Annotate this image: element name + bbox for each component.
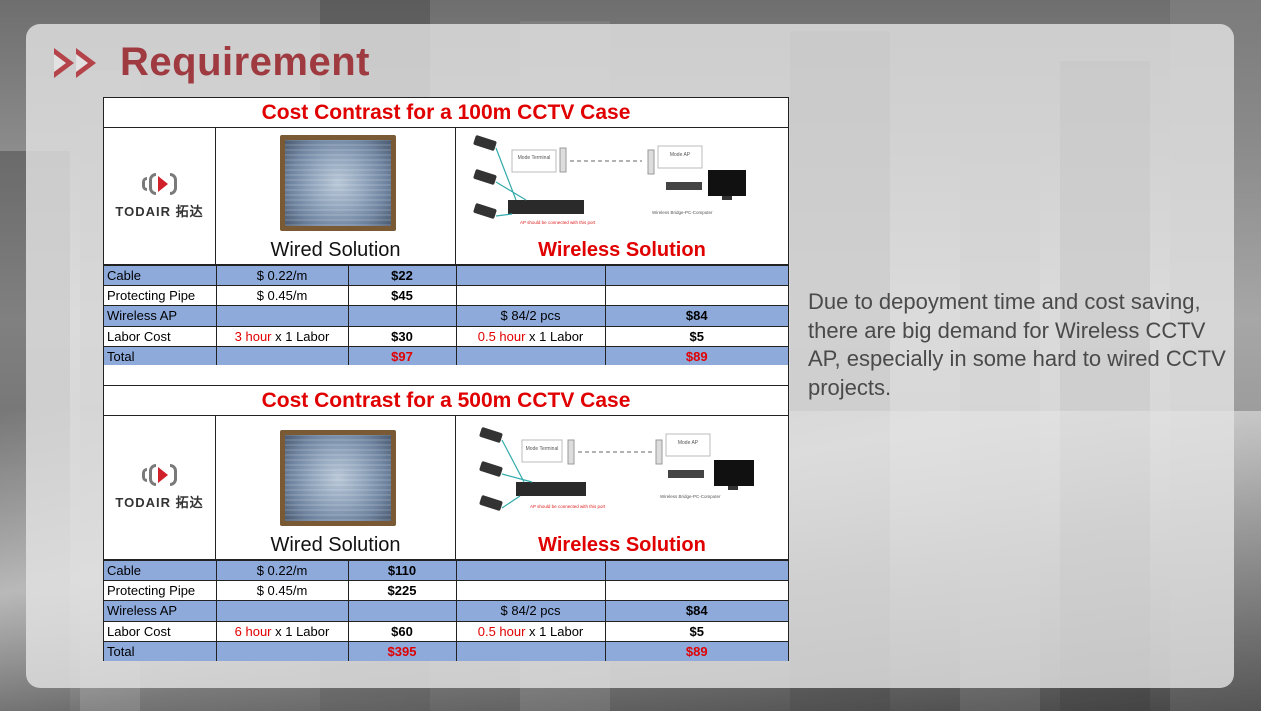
wireless-bridge-diagram: Mode Terminal Mode AP AP should be conne… xyxy=(479,427,754,511)
bridge-caption: Wireless Bridge-PC-Computer xyxy=(660,494,721,499)
ap-label: Mode AP xyxy=(670,152,691,158)
table-row: Labor Cost 6 hour x 1 Labor $60 0.5 hour… xyxy=(104,620,788,642)
table-row: Cable $ 0.22/m $110 xyxy=(104,559,788,582)
terminal-label: Mode Terminal xyxy=(526,446,559,452)
wireless-solution-cell: Mode Terminal Mode AP AP should be conne… xyxy=(456,128,788,264)
case-title: Cost Contrast for a 500m CCTV Case xyxy=(104,386,788,416)
slide-header: Requirement xyxy=(54,40,370,85)
cost-breakdown-table: Cable $ 0.22/m $110 Protecting Pipe $ 0.… xyxy=(104,559,788,662)
wireless-solution-cell: Mode Terminal Mode AP AP should be conne… xyxy=(456,416,788,559)
terminal-label: Mode Terminal xyxy=(518,155,551,161)
wired-solution-cell: Wired Solution xyxy=(216,128,456,264)
table-row: Wireless AP $ 84/2 pcs $84 xyxy=(104,305,788,327)
cost-breakdown-table: Cable $ 0.22/m $22 Protecting Pipe $ 0.4… xyxy=(104,264,788,367)
wireless-solution-label: Wireless Solution xyxy=(538,239,706,261)
description-text: Due to depoyment time and cost saving, t… xyxy=(808,289,1226,400)
cost-table-100m: Cost Contrast for a 100m CCTV Case TODAI… xyxy=(103,97,789,367)
page-title: Requirement xyxy=(120,40,370,84)
table-row: Protecting Pipe $ 0.45/m $45 xyxy=(104,285,788,307)
table-row: Wireless AP $ 84/2 pcs $84 xyxy=(104,600,788,622)
company-logo: TODAIR 拓达 xyxy=(104,128,216,264)
case-title: Cost Contrast for a 100m CCTV Case xyxy=(104,98,788,128)
table-row-total: Total $395 $89 xyxy=(104,640,788,662)
wired-solution-label: Wired Solution xyxy=(270,534,401,556)
table-row: Cable $ 0.22/m $22 xyxy=(104,264,788,287)
double-chevron-icon xyxy=(54,47,106,78)
poe-note: AP should be connected with this port xyxy=(530,504,606,509)
ap-label: Mode AP xyxy=(678,440,699,446)
wired-solution-cell: Wired Solution xyxy=(216,416,456,559)
poe-note: AP should be connected with this port xyxy=(520,220,596,225)
table-spacer xyxy=(103,365,789,385)
wireless-solution-label: Wireless Solution xyxy=(538,534,706,556)
table-row: Protecting Pipe $ 0.45/m $225 xyxy=(104,580,788,602)
solution-images-row: TODAIR 拓达 Wired Solution Mode Terminal xyxy=(104,128,788,265)
cost-table-500m: Cost Contrast for a 500m CCTV Case TODAI… xyxy=(103,385,789,662)
logo-icon xyxy=(142,464,177,486)
table-row-total: Total $97 $89 xyxy=(104,345,788,367)
solution-images-row: TODAIR 拓达 Wired Solution Mode Terminal xyxy=(104,416,788,560)
table-row: Labor Cost 3 hour x 1 Labor $30 0.5 hour… xyxy=(104,325,788,347)
wired-solution-label: Wired Solution xyxy=(270,239,401,261)
cable-spool-image xyxy=(280,135,396,231)
cable-spool-image xyxy=(280,430,396,526)
bridge-caption: Wireless Bridge-PC-Computer xyxy=(652,210,713,215)
logo-text: TODAIR 拓达 xyxy=(115,203,204,219)
logo-icon xyxy=(142,172,177,195)
logo-text: TODAIR 拓达 xyxy=(115,495,204,510)
wireless-bridge-diagram: Mode Terminal Mode AP AP should be conne… xyxy=(473,135,746,225)
company-logo: TODAIR 拓达 xyxy=(104,416,216,559)
